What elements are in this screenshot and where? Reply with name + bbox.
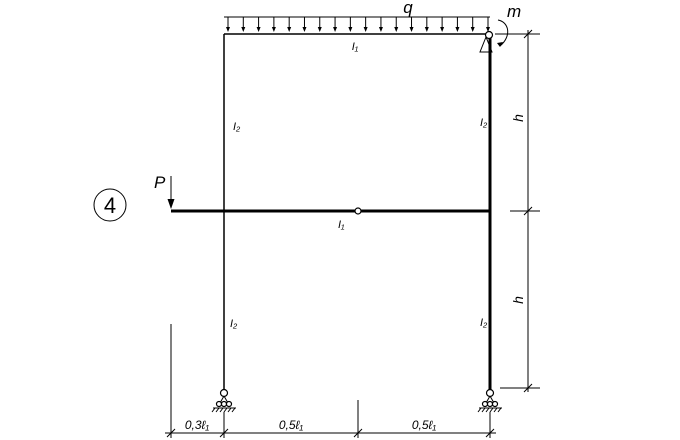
vertical-dimension-tick-mid (523, 206, 533, 216)
distributed-load-arrows (226, 17, 490, 32)
distributed-load-arrowhead (348, 27, 353, 32)
lower-height-label: h (510, 296, 526, 304)
middle-beam-stiffness-label: I₁ (338, 219, 345, 231)
right-support-top-hinge (485, 388, 495, 398)
distributed-load-arrowhead (363, 27, 368, 32)
moment-arc (497, 19, 509, 47)
right-support-hatching (477, 407, 502, 413)
left-upper-column-stiffness-label: I₂ (233, 121, 241, 133)
left-support-roller-2 (220, 400, 228, 408)
distributed-load-arrowhead (378, 27, 383, 32)
left-support (211, 388, 236, 413)
point-load-arrowhead (167, 199, 175, 209)
top-beam-stiffness-label: I₁ (352, 41, 359, 53)
right-support-roller-1 (481, 400, 489, 408)
distributed-load-arrowhead (486, 27, 490, 32)
distributed-load-arrowhead (317, 27, 322, 32)
right-upper-column-stiffness-label: I₂ (480, 117, 488, 129)
distributed-load: q (224, 0, 490, 32)
distributed-load-arrowhead (271, 27, 276, 32)
distributed-load-arrowhead (409, 27, 414, 32)
left-lower-column-stiffness-label: I₂ (230, 318, 238, 330)
top-right-hinge-node (479, 30, 494, 53)
distributed-load-arrowhead (226, 27, 230, 32)
vertical-dimension-tick-bottom (523, 383, 533, 393)
overhang-span-label: 0,3ℓ₁ (185, 418, 210, 432)
distributed-load-arrowhead (455, 27, 460, 32)
distributed-load-arrowhead (470, 27, 475, 32)
scheme-number-badge: 4 (93, 188, 127, 222)
middle-beam-hinge (354, 207, 362, 215)
applied-moment: m (497, 2, 521, 47)
distributed-load-arrowhead (241, 27, 246, 32)
distributed-load-arrowhead (302, 27, 307, 32)
distributed-load-arrowhead (424, 27, 429, 32)
left-support-roller-3 (225, 400, 233, 408)
scheme-number-circle (93, 188, 127, 222)
distributed-load-arrowhead (440, 27, 445, 32)
point-load-label: P (154, 173, 166, 192)
right-lower-column-stiffness-label: I₂ (480, 317, 488, 329)
moment-arrowhead (497, 42, 503, 47)
horizontal-dimension-tick-1 (166, 428, 176, 438)
left-support-top-hinge (219, 388, 229, 398)
horizontal-dimension-tick-3 (353, 428, 363, 438)
middle-left-span-label: 0,5ℓ₁ (279, 418, 304, 432)
upper-height-label: h (510, 114, 526, 122)
scheme-number: 4 (104, 193, 116, 218)
point-load: P (154, 173, 175, 209)
distributed-load-arrowhead (287, 27, 292, 32)
horizontal-dimension-tick-2 (219, 428, 229, 438)
right-support (477, 388, 502, 413)
top-right-hinge (484, 30, 494, 40)
vertical-dimension-tick-top (523, 29, 533, 39)
horizontal-dimension-tick-4 (485, 428, 495, 438)
left-support-hatching (211, 407, 236, 413)
moment-label: m (507, 2, 521, 21)
right-support-roller-2 (486, 400, 494, 408)
vertical-dimension: h h (495, 29, 540, 393)
distributed-load-label: q (403, 0, 413, 17)
middle-right-span-label: 0,5ℓ₁ (412, 418, 437, 432)
distributed-load-arrowhead (394, 27, 399, 32)
left-support-roller-1 (215, 400, 223, 408)
distributed-load-arrowhead (256, 27, 261, 32)
horizontal-dimension: 0,3ℓ₁ 0,5ℓ₁ 0,5ℓ₁ (165, 324, 496, 438)
distributed-load-arrowhead (333, 27, 338, 32)
right-support-roller-3 (491, 400, 499, 408)
top-right-hinge-brace (479, 35, 493, 53)
